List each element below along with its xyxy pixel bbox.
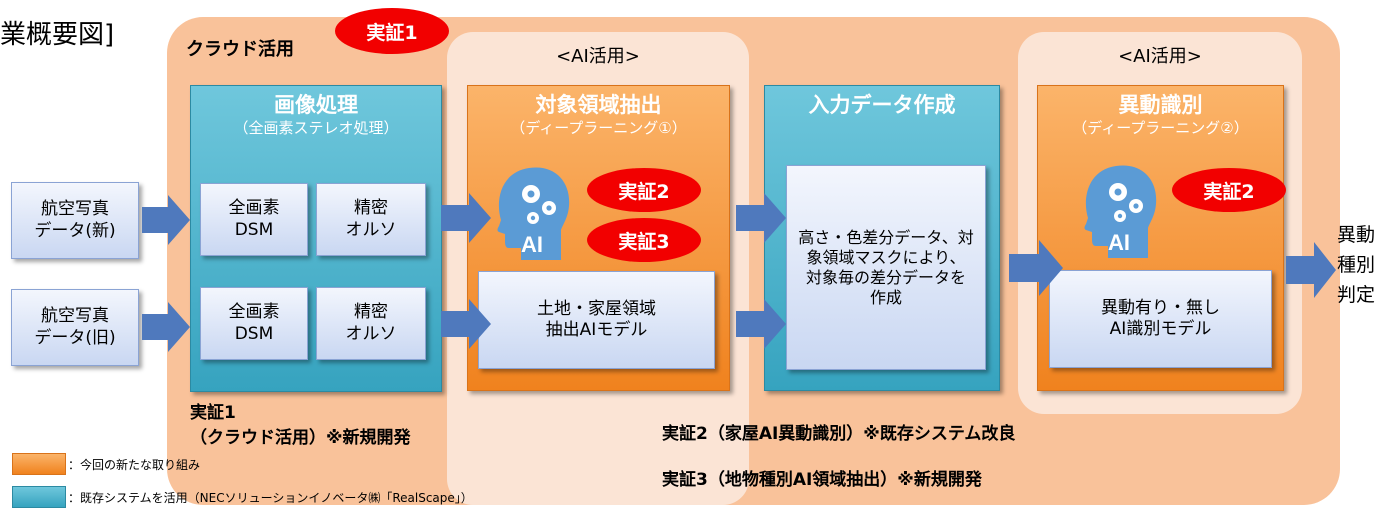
region-model-box: 土地・家屋領域抽出AIモデル xyxy=(478,271,715,369)
ai-head-icon-2: AI xyxy=(1084,165,1157,258)
image-processing-title: 画像処理 xyxy=(274,93,358,117)
input-data-body-box: 高さ・色差分データ、対 象領域マスクにより、 対象毎の差分データを 作成 xyxy=(786,165,986,370)
region-model-line2: 抽出AIモデル xyxy=(545,320,648,340)
dsm-new-line2: DSM xyxy=(234,219,274,240)
arrow-to-output xyxy=(1286,242,1336,298)
input-photo-new: 航空写真データ(新) xyxy=(11,182,139,259)
region-badge-demo3: 実証3 xyxy=(587,218,701,262)
dsm-old-line2: DSM xyxy=(234,323,274,344)
image-processing-subtitle: （全画素ステレオ処理） xyxy=(233,119,399,137)
diagram-title: 業概要図] xyxy=(0,20,115,50)
input-photo-old-line2: データ(旧) xyxy=(34,327,116,348)
cloud-label: クラウド活用 xyxy=(186,39,294,60)
region-extraction-subtitle: （ディープラーニング①） xyxy=(510,119,687,137)
arrow-to-region-1 xyxy=(441,193,491,243)
output-line1: 異動 xyxy=(1337,224,1376,246)
ortho-box-old: 精密オルソ xyxy=(316,287,426,360)
output-line3: 判定 xyxy=(1337,284,1376,306)
ortho-old-line1: 精密 xyxy=(354,302,388,323)
legend-item-new: ：今回の新たな取り組み xyxy=(12,453,200,475)
change-detection-title: 異動識別 xyxy=(1118,93,1203,117)
input-data-line2: 象領域マスクにより、 xyxy=(806,247,966,267)
arrow-input-new xyxy=(142,195,190,245)
input-data-line1: 高さ・色差分データ、対 xyxy=(798,227,974,247)
cloud-badge: 実証1 xyxy=(335,8,449,54)
region-extraction-title: 対象領域抽出 xyxy=(535,93,662,117)
change-model-line1: 異動有り・無し xyxy=(1101,297,1220,318)
output-label: 異動 種別 判定 xyxy=(1337,220,1375,310)
note-demo2: 実証2（家屋AI異動識別）※既存システム改良 xyxy=(662,424,1016,444)
ortho-new-line1: 精密 xyxy=(354,198,388,219)
dsm-new-line1: 全画素 xyxy=(228,198,280,219)
note-demo1: 実証1 （クラウド活用）※新規開発 xyxy=(190,401,411,451)
legend-label-existing: ：既存システムを活用（NECソリューションイノベータ㈱「RealScape」） xyxy=(68,490,473,505)
note-demo1-line1: 実証1 xyxy=(190,403,236,423)
output-line2: 種別 xyxy=(1337,254,1376,276)
input-photo-old: 航空写真データ(旧) xyxy=(11,289,139,366)
arrow-to-input-data-2 xyxy=(736,299,786,349)
arrow-input-old xyxy=(142,302,190,352)
legend-swatch-existing xyxy=(12,486,66,508)
legend-item-existing: ：既存システムを活用（NECソリューションイノベータ㈱「RealScape」） xyxy=(12,486,473,508)
input-data-line3: 対象毎の差分データを xyxy=(805,267,966,287)
change-badge-demo2: 実証2 xyxy=(1172,168,1286,212)
region-badge-demo2: 実証2 xyxy=(587,168,701,212)
note-demo1-line2: （クラウド活用）※新規開発 xyxy=(190,428,411,448)
ai-panel-right-label: <AI活用> xyxy=(1118,46,1202,67)
arrow-to-input-data-1 xyxy=(736,193,786,243)
dsm-old-line1: 全画素 xyxy=(228,302,280,323)
input-photo-new-line2: データ(新) xyxy=(34,220,116,241)
ai-text-change: AI xyxy=(1108,230,1130,255)
region-model-line1: 土地・家屋領域 xyxy=(537,298,656,319)
input-photo-old-line1: 航空写真 xyxy=(40,306,109,327)
note-demo3: 実証3（地物種別AI領域抽出）※新規開発 xyxy=(662,470,982,490)
ortho-old-line2: オルソ xyxy=(345,323,397,344)
input-data-title: 入力データ作成 xyxy=(808,93,956,117)
arrow-to-region-2 xyxy=(441,299,491,349)
ortho-new-line2: オルソ xyxy=(345,219,397,240)
input-data-line4: 作成 xyxy=(869,287,902,307)
change-model-line2: AI識別モデル xyxy=(1109,319,1212,339)
legend-label-new: ：今回の新たな取り組み xyxy=(68,457,201,472)
legend-swatch-new xyxy=(12,453,66,475)
ortho-box-new: 精密オルソ xyxy=(316,183,426,256)
ai-text-region: AI xyxy=(521,232,543,257)
ai-panel-left-label: <AI活用> xyxy=(556,46,640,67)
ai-head-icon: AI xyxy=(497,167,570,260)
change-detection-subtitle: （ディープラーニング②） xyxy=(1072,119,1249,137)
arrow-to-change-detection xyxy=(1009,240,1063,296)
input-photo-new-line1: 航空写真 xyxy=(40,199,109,220)
